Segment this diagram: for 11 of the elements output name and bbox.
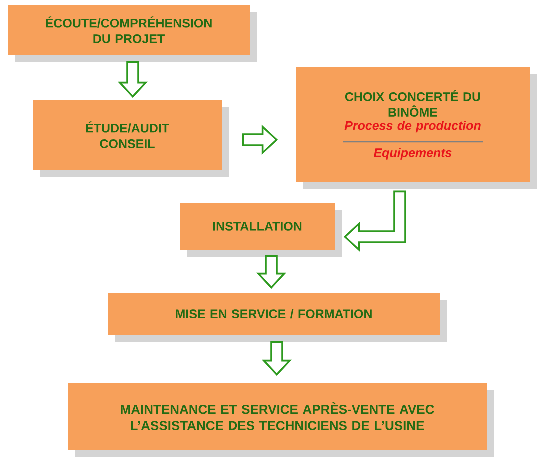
process-box: ÉTUDE/AUDIT CONSEIL — [33, 100, 229, 177]
process-box: INSTALLATION — [180, 203, 342, 257]
process-box: ÉCOUTE/COMPRÉHENSION DU PROJET — [8, 5, 257, 62]
block-arrow — [118, 61, 148, 98]
block-arrow — [262, 341, 292, 376]
block-arrow — [242, 124, 278, 156]
process-box: MAINTENANCE ET SERVICE APRÈS-VENTE AVEC L’ASSISTANCE DES TECHNICIENS DE L’USINE — [68, 383, 494, 457]
block-arrow — [256, 255, 287, 290]
process-box: CHOIX CONCERTÉ DU BINÔME Process de production Equipements — [296, 68, 537, 190]
process-box: MISE EN SERVICE / FORMATION — [108, 293, 447, 342]
block-arrow — [344, 190, 406, 252]
